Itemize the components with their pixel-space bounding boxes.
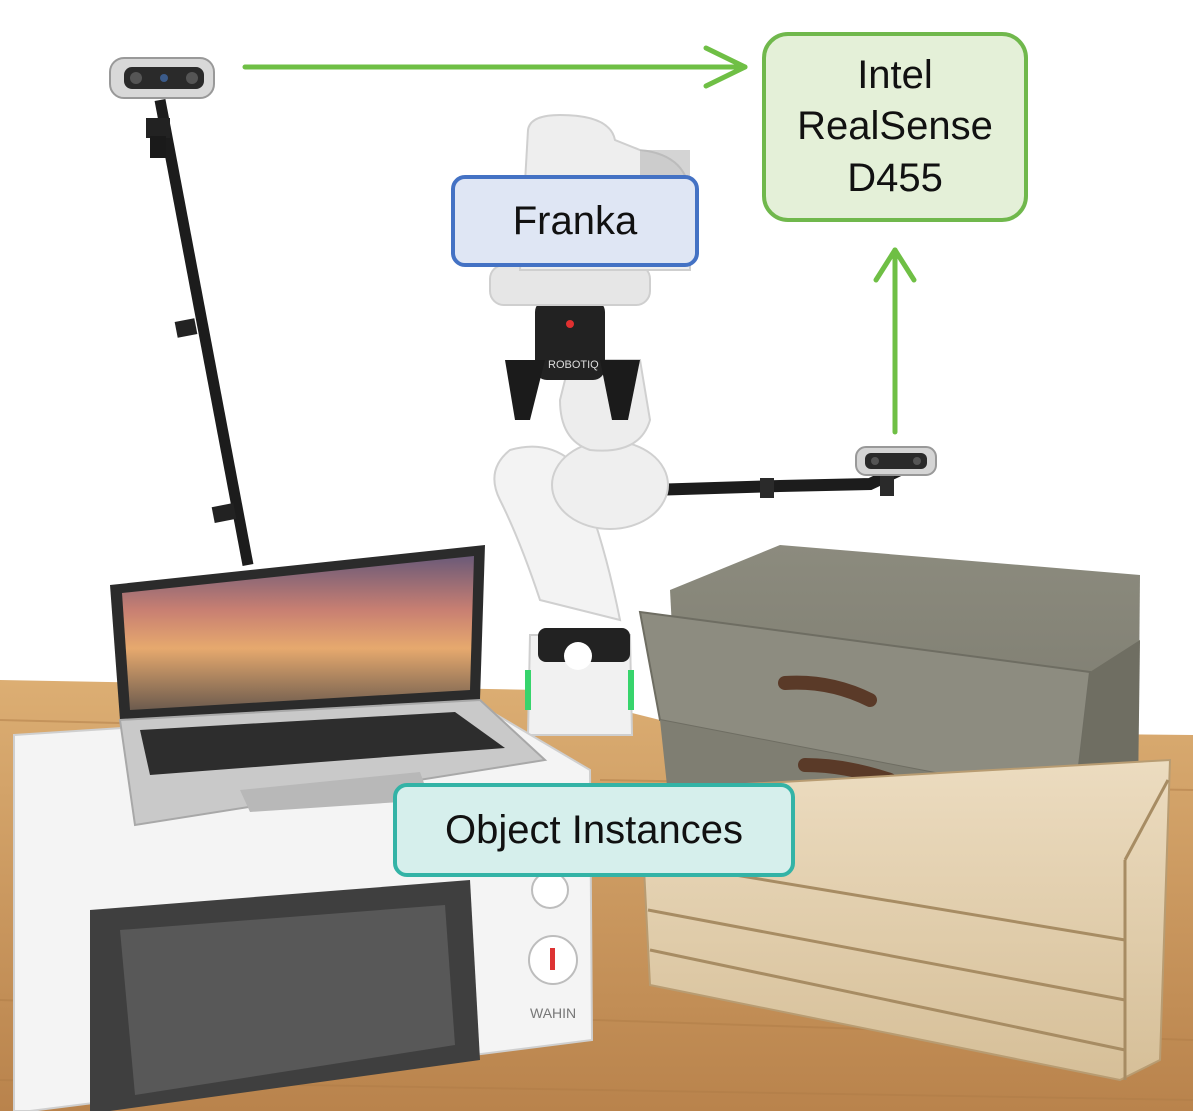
- top-camera: [109, 57, 215, 99]
- side-camera: [855, 446, 937, 476]
- object-instances-label: Object Instances: [393, 783, 795, 877]
- arrow-top-camera-to-label: [242, 45, 748, 89]
- laptop: [110, 545, 548, 827]
- object-instances-label-text: Object Instances: [445, 807, 743, 852]
- robot-label-text: Franka: [512, 198, 638, 243]
- robot-label: Franka: [451, 175, 699, 267]
- gripper-brand: ROBOTIQ: [548, 359, 599, 371]
- tripod-stand: [146, 98, 254, 567]
- arrow-side-camera-to-label: [873, 247, 917, 435]
- camera-label: Intel RealSense D455: [762, 32, 1028, 222]
- camera-label-text: Intel RealSense D455: [797, 53, 993, 200]
- microwave-brand: WAHIN: [530, 1005, 576, 1021]
